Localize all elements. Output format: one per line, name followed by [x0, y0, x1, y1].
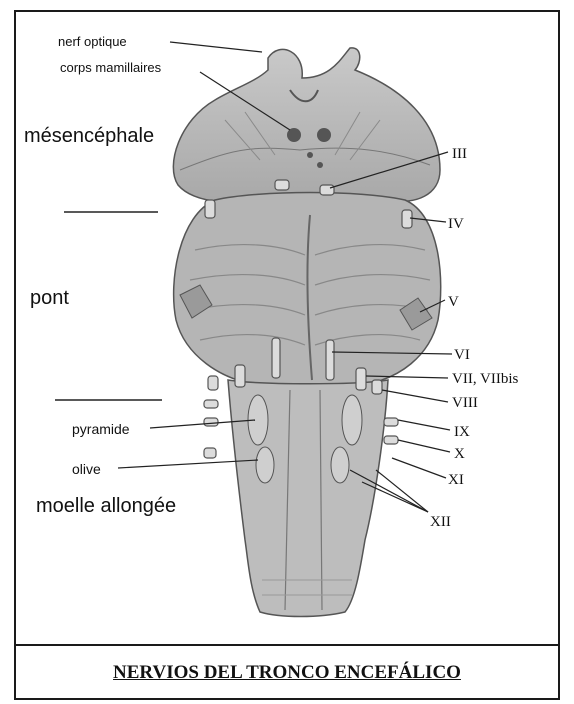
- nerve-label-XI: XI: [448, 472, 464, 488]
- label-pont: pont: [30, 287, 69, 309]
- label-olive: olive: [72, 461, 101, 477]
- nerve-label-V: V: [448, 294, 459, 310]
- label-corps-mamillaires: corps mamillaires: [60, 60, 162, 75]
- nerve-label-III: III: [452, 146, 467, 162]
- figure-caption: NERVIOS DEL TRONCO ENCEFÁLICO: [14, 648, 560, 698]
- nerve-label-IX: IX: [454, 424, 470, 440]
- mesencephalon-illustration: [173, 48, 440, 203]
- caption-divider: [14, 644, 560, 646]
- label-pyramide: pyramide: [72, 421, 130, 437]
- nerve-label-XII: XII: [430, 514, 451, 530]
- nerve-label-VI: VI: [454, 347, 470, 363]
- nerve-label-X: X: [454, 446, 465, 462]
- brainstem-figure: nerf optique corps mamillaires mésencéph…: [0, 0, 574, 644]
- nerve-label-VIII: VIII: [452, 395, 478, 411]
- label-moelle-allongee: moelle allongée: [36, 495, 176, 517]
- label-mesencephale: mésencéphale: [24, 125, 154, 147]
- nerve-label-VII: VII, VIIbis: [452, 371, 519, 387]
- label-nerf-optique: nerf optique: [58, 34, 127, 49]
- nerve-label-IV: IV: [448, 216, 464, 232]
- pons-illustration: [174, 193, 441, 388]
- medulla-illustration: [228, 380, 388, 617]
